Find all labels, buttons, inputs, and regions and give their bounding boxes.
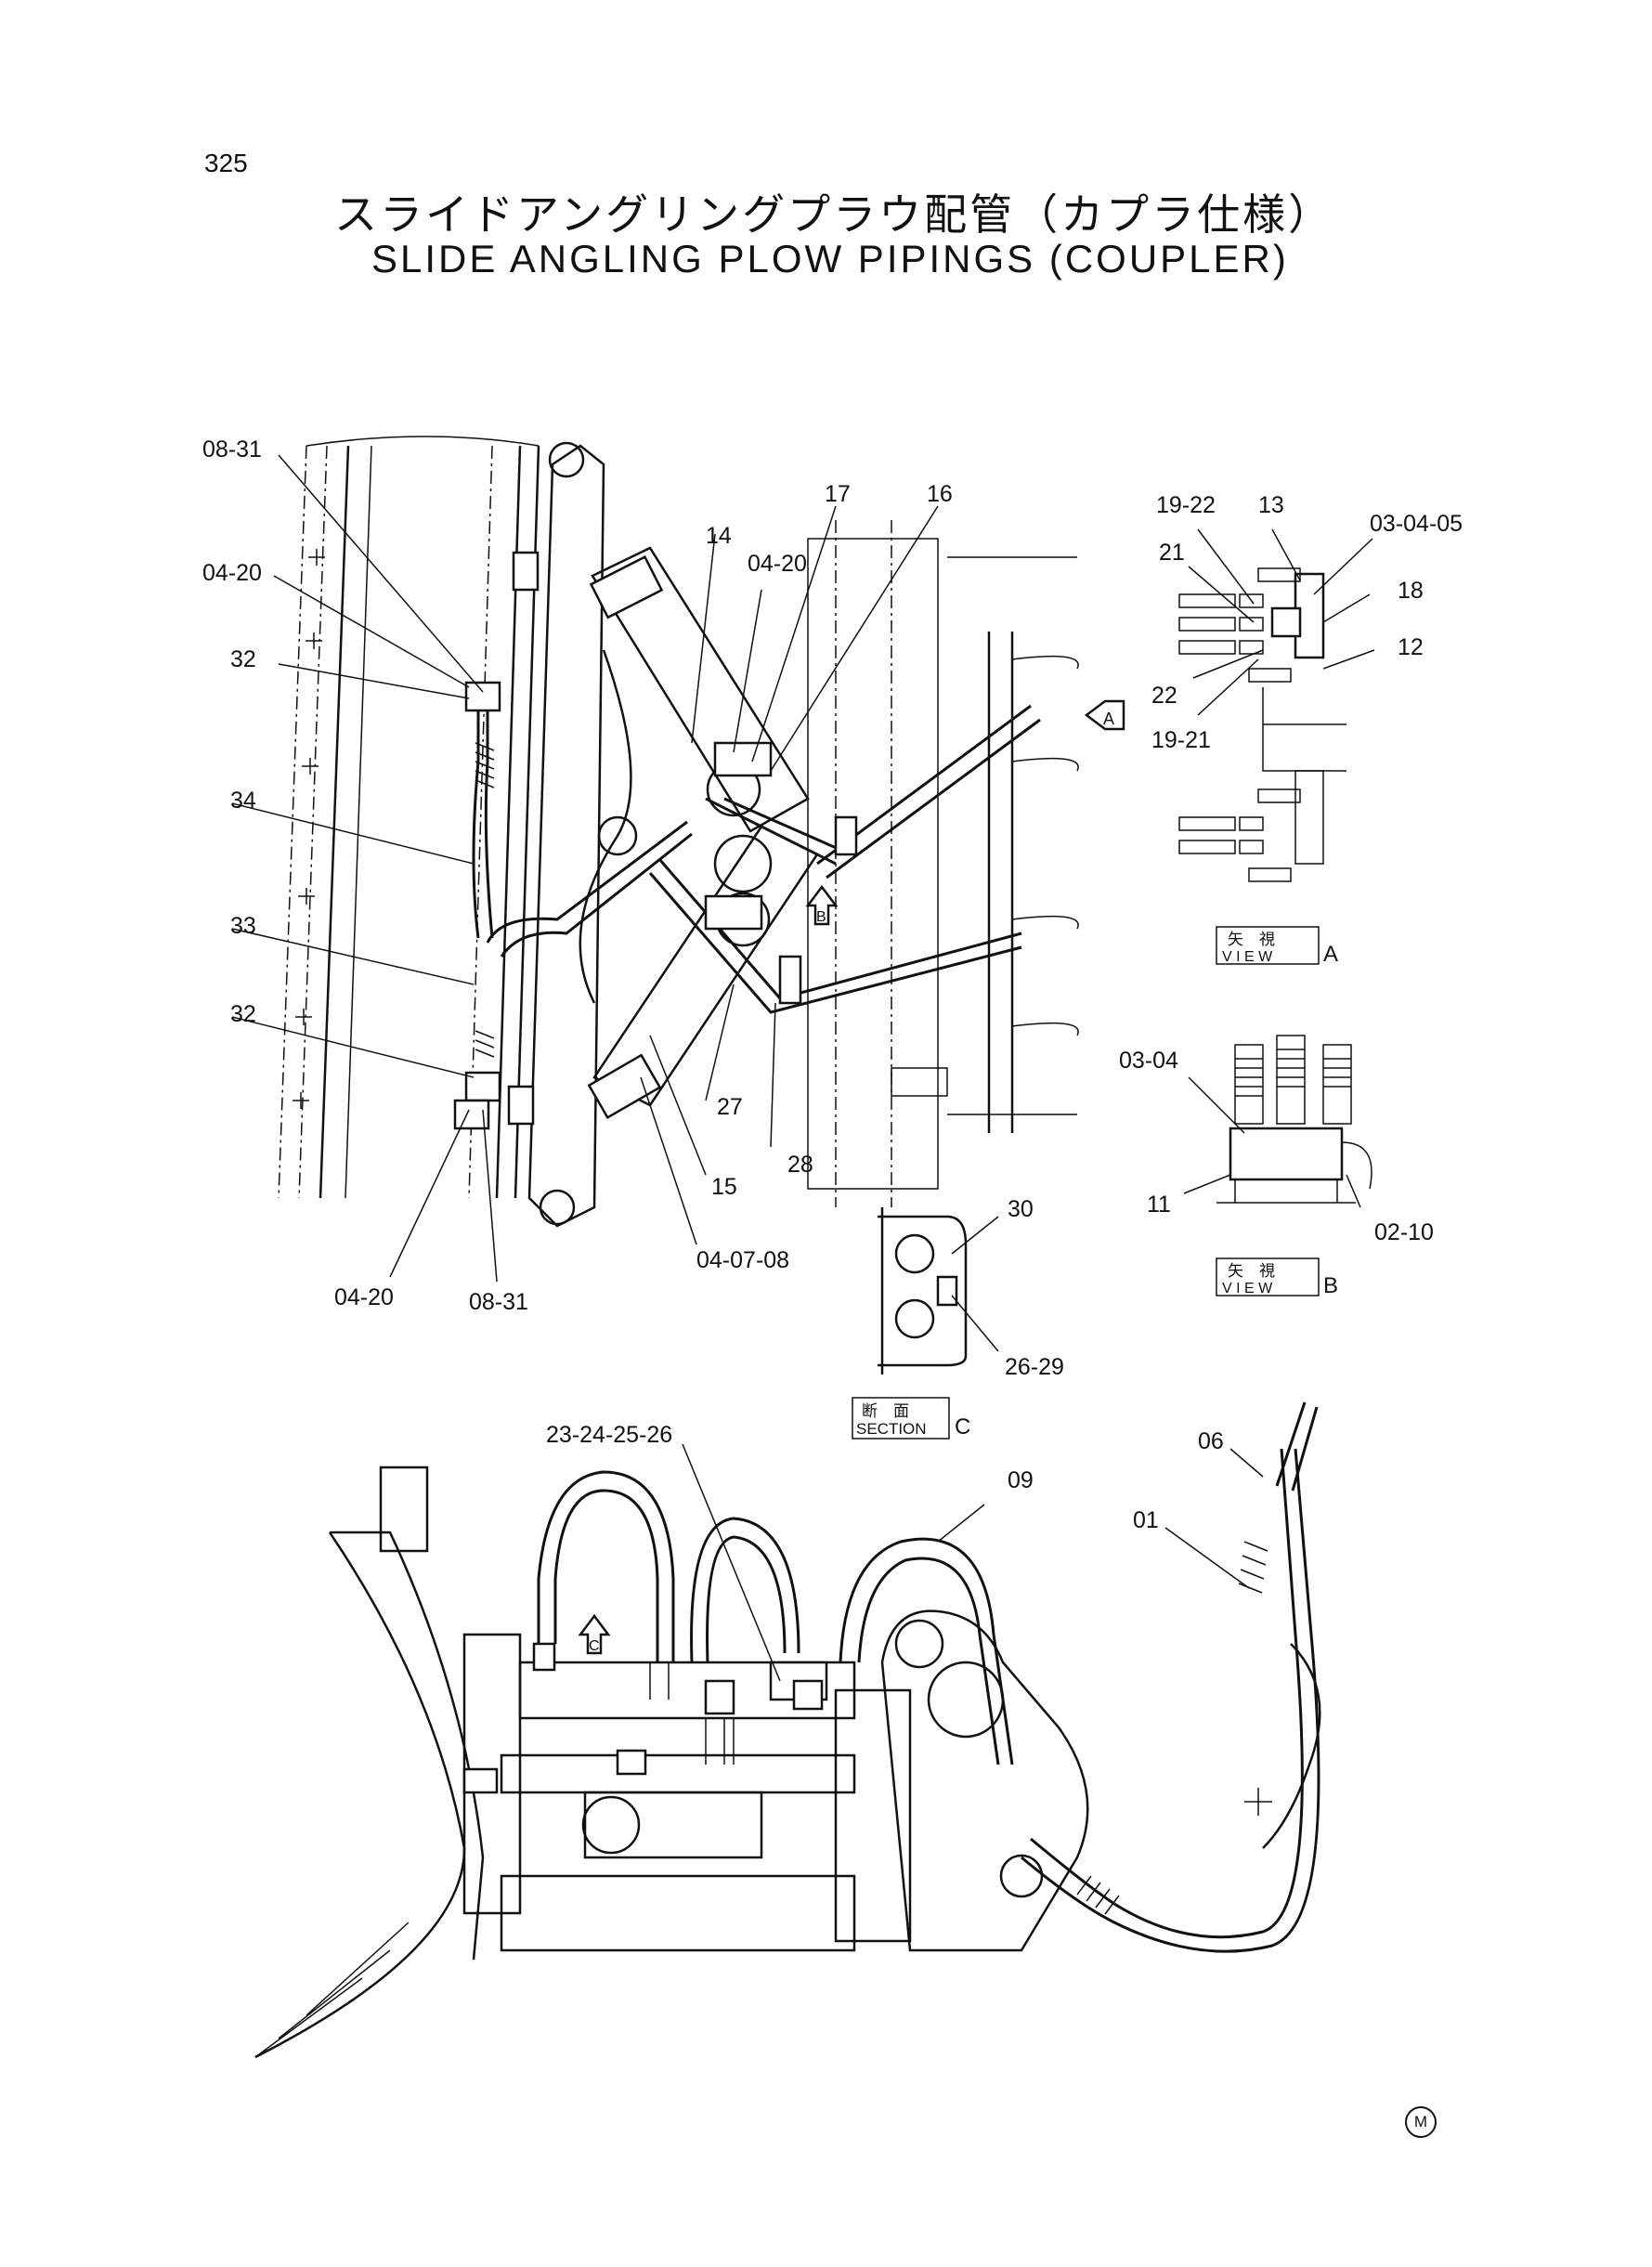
title-japanese: スライドアングリングプラウ配管（カプラ仕様）	[334, 189, 1334, 240]
callout-11: 11	[1147, 1192, 1171, 1218]
callout-18: 18	[1398, 578, 1424, 604]
callout-23-24-25-26: 23-24-25-26	[546, 1422, 672, 1448]
view-a-label: 矢 視 V I E W A	[1216, 926, 1338, 967]
view-a-detail	[1178, 567, 1346, 882]
leader-lines	[231, 454, 1375, 1682]
callout-12: 12	[1398, 634, 1424, 660]
callout-03-04: 03-04	[1119, 1048, 1178, 1074]
view-marker-letters: A B C	[589, 710, 1114, 1654]
callout-21: 21	[1159, 540, 1185, 566]
section-c-label-jp: 断 面	[862, 1402, 909, 1420]
callout-32-bottom: 32	[230, 1001, 256, 1027]
view-b-label-jp: 矢 視	[1228, 1262, 1275, 1280]
callout-02-10: 02-10	[1374, 1219, 1434, 1245]
callout-32-top: 32	[230, 646, 256, 672]
callout-16: 16	[927, 481, 953, 507]
callout-26-29: 26-29	[1005, 1354, 1064, 1380]
section-c-label-letter: C	[955, 1414, 970, 1440]
view-arrow-c-letter: C	[589, 1638, 600, 1654]
callout-08-31-bottom: 08-31	[469, 1289, 528, 1315]
section-c-label: 断 面 SECTION C	[852, 1397, 970, 1440]
callout-30: 30	[1008, 1196, 1034, 1222]
callout-34: 34	[230, 788, 256, 814]
callout-06: 06	[1198, 1428, 1224, 1454]
callout-22: 22	[1151, 683, 1177, 709]
view-b-label: 矢 視 V I E W B	[1216, 1257, 1338, 1298]
callout-19-21: 19-21	[1151, 727, 1211, 753]
callout-01: 01	[1133, 1507, 1159, 1533]
view-a-label-jp: 矢 視	[1228, 931, 1275, 948]
callout-09: 09	[1008, 1467, 1034, 1493]
view-b-detail	[1216, 1035, 1372, 1204]
callout-15: 15	[711, 1174, 737, 1200]
section-c-detail	[878, 1207, 968, 1375]
callout-17: 17	[825, 481, 851, 507]
callout-19-22: 19-22	[1156, 492, 1216, 518]
callout-04-20-top: 04-20	[202, 560, 262, 586]
main-top-view	[278, 436, 1125, 1228]
callout-04-07-08: 04-07-08	[696, 1247, 789, 1273]
callout-14: 14	[706, 523, 732, 549]
footer-m-mark: M	[1405, 2106, 1437, 2138]
callout-04-20-mid: 04-20	[748, 551, 807, 577]
callout-04-20-bottom: 04-20	[334, 1284, 394, 1310]
view-b-label-letter: B	[1323, 1273, 1338, 1298]
callout-labels: 08-31 04-20 32 34 33 32 04-20 08-31 14 1…	[202, 436, 1463, 1533]
page-number: 325	[204, 149, 248, 177]
view-a-label-letter: A	[1323, 942, 1338, 967]
section-c-label-en: SECTION	[856, 1420, 927, 1438]
callout-27: 27	[717, 1094, 743, 1120]
callout-08-31-top: 08-31	[202, 436, 262, 463]
view-b-label-en: V I E W	[1222, 1281, 1273, 1296]
bottom-side-view	[254, 1401, 1321, 2059]
view-arrow-b-letter: B	[816, 909, 826, 925]
callout-33: 33	[230, 913, 256, 939]
view-a-label-en: V I E W	[1222, 949, 1273, 965]
callout-03-04-05: 03-04-05	[1370, 511, 1463, 537]
callout-28: 28	[787, 1152, 813, 1178]
title-english: SLIDE ANGLING PLOW PIPINGS (COUPLER)	[371, 237, 1289, 280]
callout-13: 13	[1258, 492, 1284, 518]
view-arrow-a-letter: A	[1103, 710, 1114, 728]
